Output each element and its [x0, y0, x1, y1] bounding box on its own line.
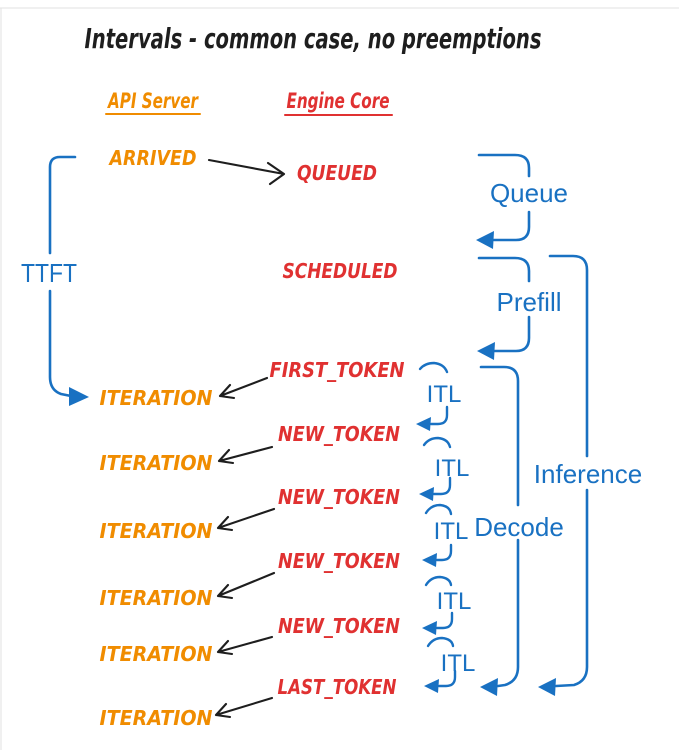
interval-label-itl-3: ITL [434, 518, 469, 545]
prefill-bracket-bottom [493, 315, 531, 353]
inference-bracket-top [548, 254, 589, 458]
itl-bracket-3-tail [435, 543, 453, 562]
ttft-arrowhead-icon [69, 387, 89, 406]
itl-5-arrowhead-icon [424, 679, 439, 693]
event-new-token-3: NEW_TOKEN [278, 549, 400, 573]
column-header-api-server: API Server [107, 89, 200, 113]
itl-bracket-2-hook [422, 436, 452, 449]
itl-bracket-1-tail [429, 405, 449, 426]
event-first-token: FIRST_TOKEN [270, 358, 405, 382]
itl-1-arrowhead-icon [416, 417, 431, 431]
event-iteration-1: ITERATION [100, 386, 213, 410]
interval-label-ttft: TTFT [21, 258, 77, 288]
interval-label-prefill: Prefill [496, 287, 561, 317]
interval-label-itl-4: ITL [437, 588, 472, 615]
inference-arrowhead-icon [538, 678, 556, 696]
arrow-arrived-to-queued [207, 158, 286, 186]
event-scheduled: SCHEDULED [283, 259, 398, 283]
arrow-first-token-to-iteration-1 [218, 376, 269, 400]
ttft-bracket-bottom [48, 289, 73, 398]
event-new-token-4: NEW_TOKEN [278, 614, 400, 638]
itl-bracket-4-hook [424, 575, 453, 587]
event-iteration-3: ITERATION [100, 519, 213, 543]
queue-bracket-bottom [492, 210, 531, 242]
interval-label-itl-5: ITL [441, 650, 476, 677]
itl-bracket-4-tail [435, 611, 454, 630]
itl-3-arrowhead-icon [422, 553, 437, 567]
itl-bracket-3-hook [424, 503, 453, 516]
queue-arrowhead-icon [476, 231, 494, 249]
itl-2-arrowhead-icon [419, 487, 434, 501]
event-queued: QUEUED [297, 161, 377, 185]
event-iteration-2: ITERATION [100, 451, 213, 475]
interval-label-itl-2: ITL [435, 455, 470, 482]
itl-4-arrowhead-icon [422, 621, 437, 635]
itl-bracket-2-tail [432, 476, 452, 496]
arrow-last-token-to-iteration-6 [214, 696, 274, 719]
event-iteration-6: ITERATION [100, 706, 213, 730]
event-new-token-1: NEW_TOKEN [278, 422, 400, 446]
arrow-new-token-3-to-iteration-4 [216, 571, 276, 600]
decode-bracket-bottom [496, 538, 520, 688]
interval-label-queue: Queue [490, 178, 568, 208]
event-new-token-2: NEW_TOKEN [278, 485, 400, 509]
page-title: Intervals - common case, no preemptions [85, 22, 542, 55]
itl-bracket-5-hook [426, 636, 455, 648]
itl-bracket-5-tail [437, 669, 457, 688]
interval-label-decode: Decode [474, 512, 564, 542]
decode-bracket-top [479, 365, 520, 507]
column-header-engine-core: Engine Core [287, 89, 390, 113]
arrow-new-token-1-to-iteration-2 [217, 445, 274, 465]
prefill-bracket-top [477, 256, 531, 283]
event-iteration-4: ITERATION [100, 586, 213, 610]
ttft-bracket-top [48, 155, 77, 255]
arrow-new-token-2-to-iteration-3 [216, 507, 276, 532]
decode-arrowhead-icon [480, 678, 498, 696]
interval-label-itl-1: ITL [427, 381, 462, 408]
arrow-new-token-4-to-iteration-5 [216, 635, 274, 656]
event-iteration-5: ITERATION [100, 642, 213, 666]
inference-bracket-bottom [554, 488, 589, 688]
prefill-arrowhead-icon [477, 342, 495, 360]
queue-bracket-top [477, 153, 531, 178]
event-arrived: ARRIVED [108, 146, 197, 170]
interval-label-inference: Inference [534, 459, 642, 489]
event-last-token: LAST_TOKEN [278, 675, 397, 699]
itl-bracket-1-hook [418, 361, 449, 374]
